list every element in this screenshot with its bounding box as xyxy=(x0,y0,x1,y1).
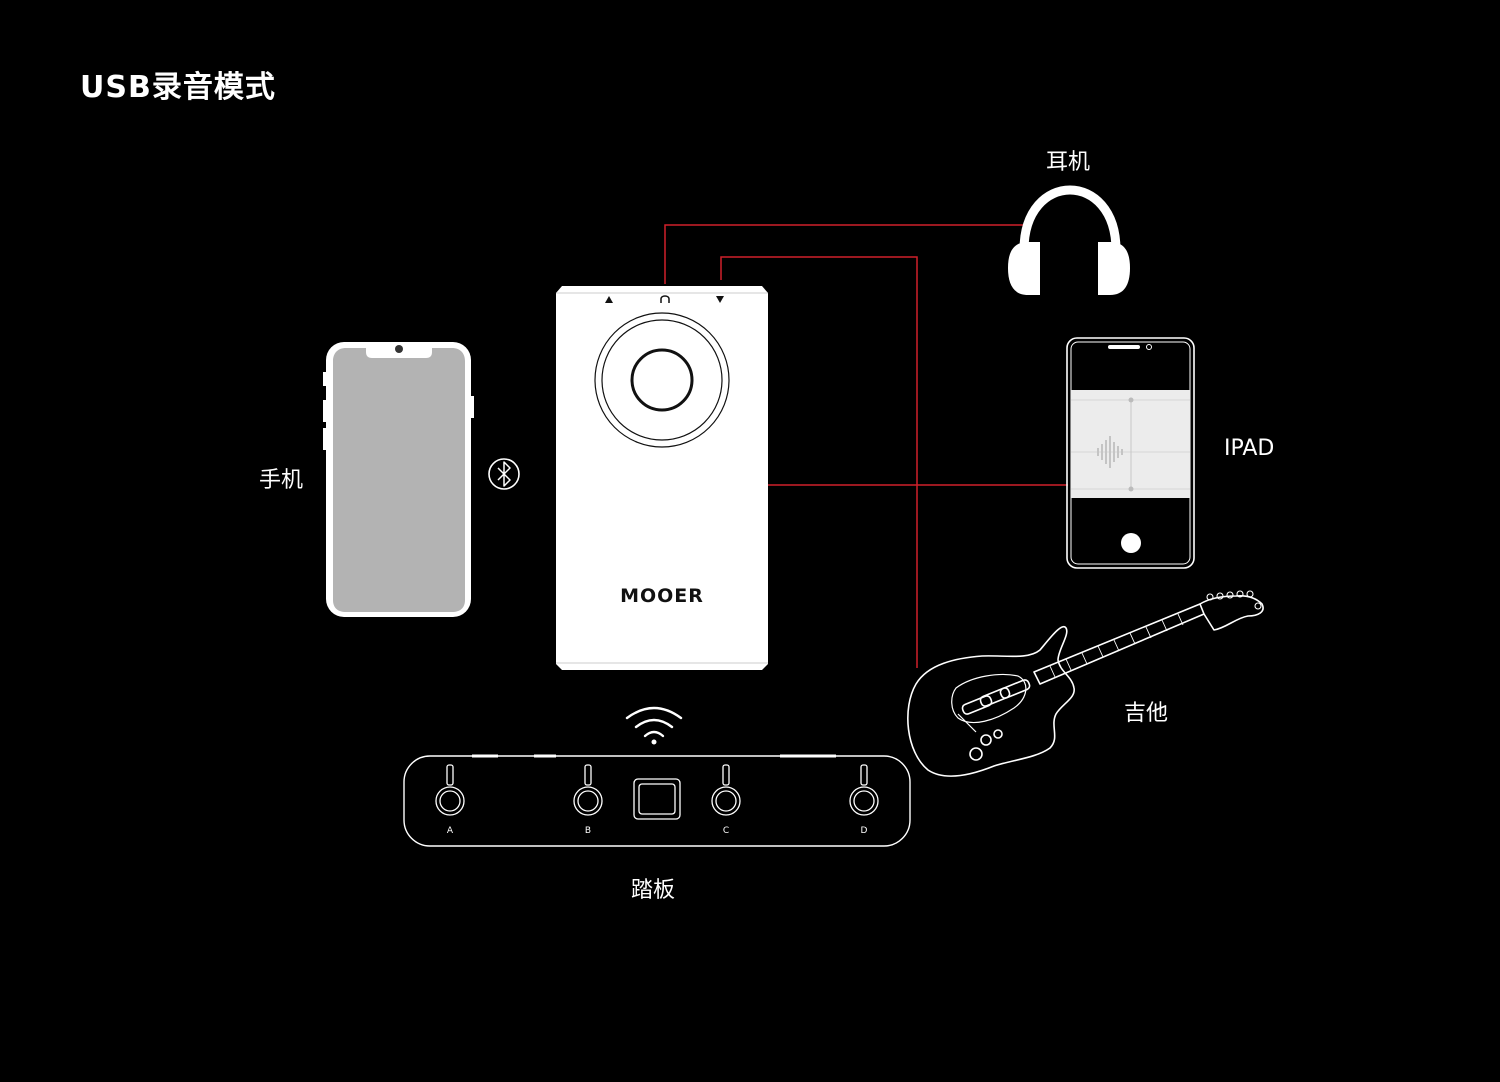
knob-center xyxy=(630,348,694,412)
guitar-cable xyxy=(720,256,918,668)
device-brand-logo: MOOER xyxy=(620,585,704,607)
headphones-label: 耳机 xyxy=(1046,150,1091,175)
headphone-cable xyxy=(664,224,1030,284)
wifi-icon xyxy=(625,706,683,745)
footswitch-label-b: B xyxy=(584,826,592,836)
footswitch-label-c: C xyxy=(722,826,730,836)
mooer-device xyxy=(556,286,768,670)
page-title: USB录音模式 xyxy=(80,70,276,105)
waveform xyxy=(1097,436,1123,468)
ipad-icon xyxy=(1066,337,1195,569)
headphones-icon xyxy=(1008,185,1130,295)
output-port-marker xyxy=(716,296,724,303)
footswitch-pedal xyxy=(403,754,911,847)
ipad-label: IPAD xyxy=(1224,436,1275,461)
guitar-icon xyxy=(907,590,1264,777)
cables xyxy=(664,224,1068,668)
bluetooth-icon xyxy=(488,458,520,490)
footswitch-label-a: A xyxy=(446,826,454,836)
pedal-label: 踏板 xyxy=(631,878,676,903)
headphone-port-marker xyxy=(660,295,670,303)
footswitch-label-d: D xyxy=(860,826,868,836)
phone-label: 手机 xyxy=(259,468,304,493)
knob-ring xyxy=(594,312,730,448)
phone-icon xyxy=(323,342,474,617)
input-port-marker xyxy=(605,296,613,303)
home-button xyxy=(1121,533,1141,553)
guitar-label: 吉他 xyxy=(1124,701,1169,726)
